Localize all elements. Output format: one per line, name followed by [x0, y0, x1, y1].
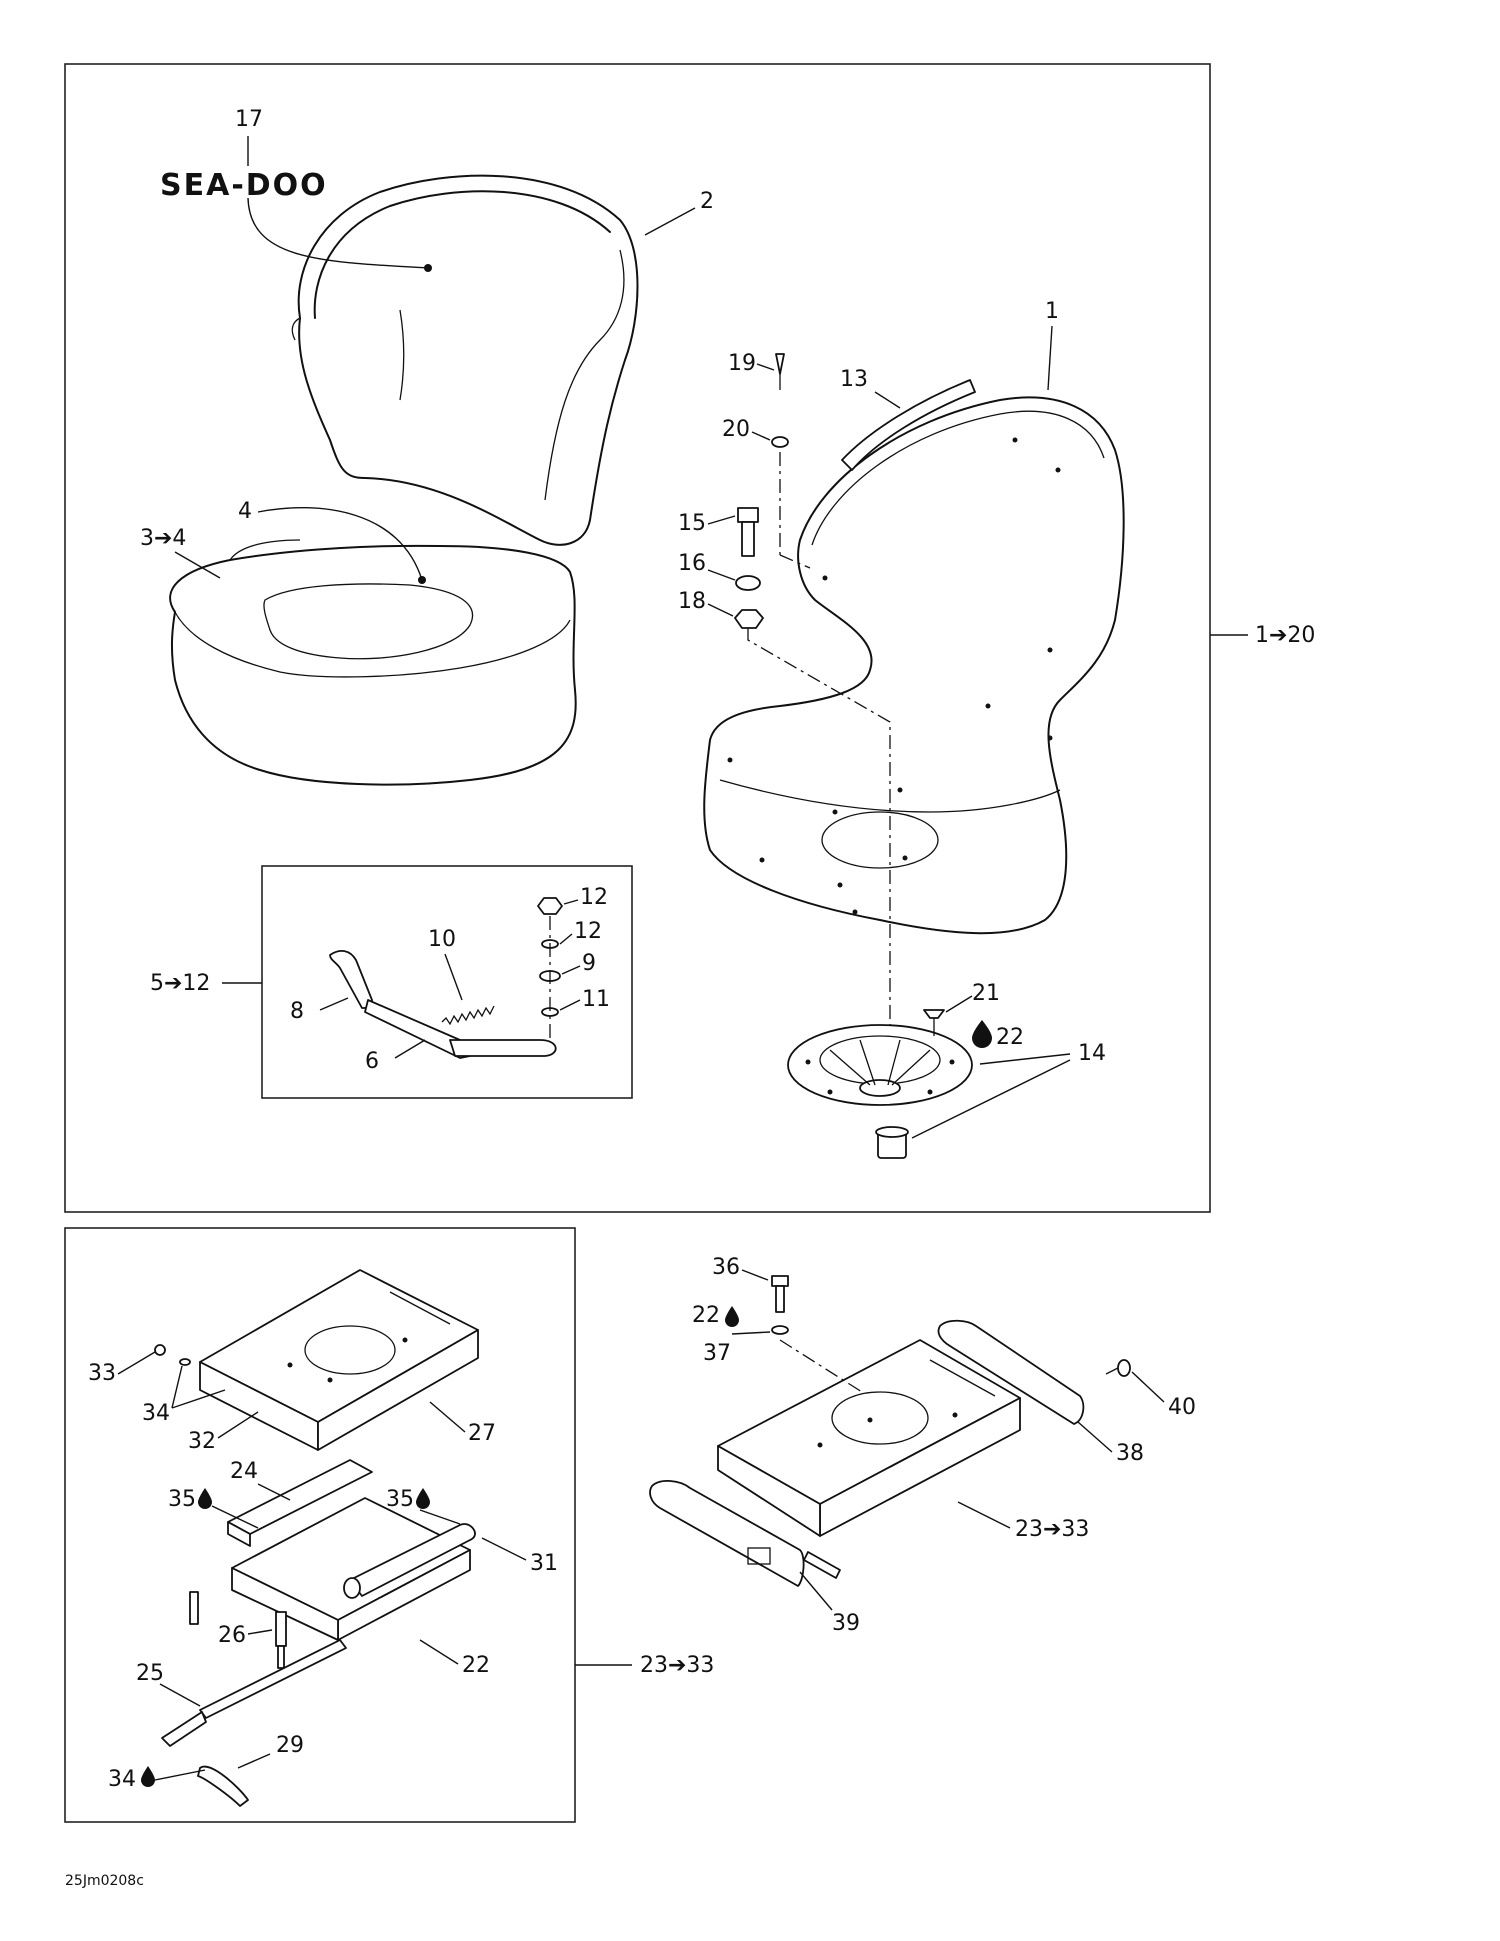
- slide-assembly-frame: [64, 1227, 576, 1823]
- callout-15: 15: [678, 511, 706, 536]
- callout-35b: 35: [386, 1487, 414, 1512]
- callout-1-20: 1➔20: [1255, 623, 1315, 648]
- slide-tube: [343, 1523, 476, 1599]
- callout-36: 36: [712, 1255, 740, 1280]
- slide-rail: [227, 1459, 373, 1547]
- bolt: [737, 507, 759, 557]
- callout-25: 27: [468, 1421, 496, 1446]
- bracket-kit-frame: [261, 865, 633, 1099]
- callout-12: 9: [582, 951, 596, 976]
- callout-32: 32: [188, 1429, 216, 1454]
- callout-1: 1: [1045, 299, 1059, 324]
- slide-handle-grip: [803, 1551, 841, 1579]
- slide-bottom-frame: [231, 1497, 471, 1641]
- callout-27: 25: [136, 1661, 164, 1686]
- callout-29: 29: [276, 1733, 304, 1758]
- slide-washer: [179, 1358, 191, 1366]
- detent-pin: [275, 1611, 287, 1669]
- swivel-bushing: [875, 1126, 909, 1159]
- callout-39: 38: [1116, 1441, 1144, 1466]
- callout-5-12: 5➔12: [150, 971, 210, 996]
- drawing-code: 25Jm0208c: [65, 1873, 144, 1889]
- sea-doo-logo: SEA-DOO: [160, 168, 328, 203]
- callout-7: 8: [290, 999, 304, 1024]
- flat-head-screw: [923, 1009, 945, 1036]
- callout-24: 22: [462, 1653, 490, 1678]
- slide-handle: [161, 1591, 347, 1807]
- callout-11: 12: [580, 885, 608, 910]
- callout-23-33-left: 23➔33: [640, 1653, 714, 1678]
- callout-35: 35: [168, 1487, 196, 1512]
- callout-4: 4: [238, 499, 252, 524]
- callout-13: 13: [840, 367, 868, 392]
- slide-screw: [154, 1344, 166, 1356]
- cover-rivet: [1105, 1359, 1131, 1377]
- slide-cover-right: [937, 1319, 1085, 1425]
- callout-10: 11: [582, 987, 610, 1012]
- callout-17: 18: [678, 589, 706, 614]
- rivet: [775, 353, 785, 390]
- swivel-base: [787, 1024, 973, 1106]
- callout-28: 26: [218, 1623, 246, 1648]
- bracket-nut: [537, 897, 563, 915]
- callout-2: 2: [700, 189, 714, 214]
- callout-37: 37: [703, 1341, 731, 1366]
- callout-40: 40: [1168, 1395, 1196, 1420]
- callout-38: 39: [832, 1611, 860, 1636]
- mount-washer: [771, 1325, 789, 1335]
- callout-9: 12: [574, 919, 602, 944]
- callout-33: 34: [142, 1401, 170, 1426]
- callout-18: 17: [235, 107, 263, 132]
- callout-16: 16: [678, 551, 706, 576]
- callout-31: 33: [88, 1361, 116, 1386]
- callout-22b: 22: [692, 1303, 720, 1328]
- washer: [771, 436, 789, 448]
- seat-shell: [703, 396, 1125, 935]
- oil-drop-icon: [141, 1766, 155, 1787]
- slide-cover-left: [649, 1480, 805, 1587]
- tension-spring: [441, 1005, 495, 1026]
- seat-backrest: [291, 174, 639, 546]
- flat-washer: [735, 575, 761, 591]
- oil-drop-icon: [198, 1488, 212, 1509]
- oil-drop-icon: [725, 1306, 739, 1327]
- oil-drop-icon: [416, 1488, 430, 1509]
- callout-6: 6: [365, 1049, 379, 1074]
- callout-8: 10: [428, 927, 456, 952]
- callout-21: 21: [972, 981, 1000, 1006]
- svg-text:SEA-DOO: SEA-DOO: [160, 168, 328, 203]
- mount-bolt: [771, 1275, 789, 1313]
- callout-26: 24: [230, 1459, 258, 1484]
- callout-34: 34: [108, 1767, 136, 1792]
- seat-assembly-frame: [64, 63, 1211, 1213]
- slide-top-plate: [199, 1269, 479, 1451]
- callout-23-33-right: 23➔33: [1015, 1517, 1089, 1542]
- seat-mount-plate: [717, 1339, 1021, 1537]
- callout-20: 20: [722, 417, 750, 442]
- oil-drop-icon: [972, 1020, 992, 1048]
- lock-nut: [734, 609, 764, 629]
- callout-3-4: 3➔4: [140, 526, 186, 551]
- callout-30: 31: [530, 1551, 558, 1576]
- edge-trim: [841, 379, 976, 471]
- callout-19: 19: [728, 351, 756, 376]
- release-lever: [329, 949, 557, 1059]
- callout-22: 22: [996, 1025, 1024, 1050]
- callout-14: 14: [1078, 1041, 1106, 1066]
- seat-cushion: [169, 539, 577, 786]
